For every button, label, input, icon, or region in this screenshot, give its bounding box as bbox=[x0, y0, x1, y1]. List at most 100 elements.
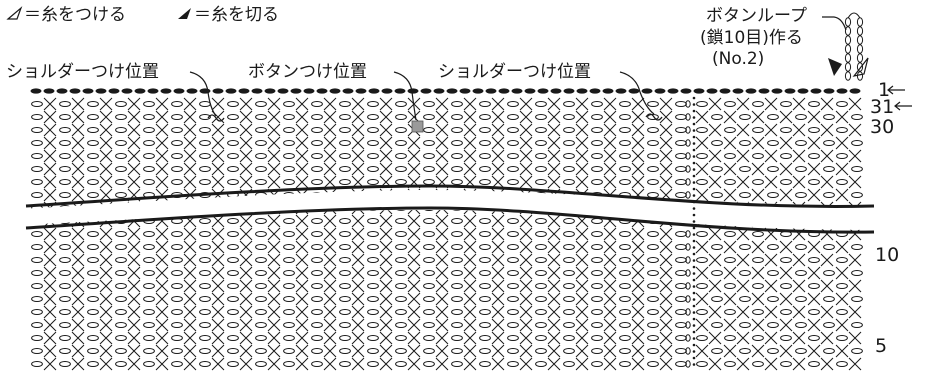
single-crochet-symbol bbox=[155, 292, 169, 306]
chain-symbol bbox=[752, 335, 764, 341]
single-crochet-symbol bbox=[71, 344, 85, 358]
chain-symbol bbox=[312, 193, 323, 198]
chain-symbol bbox=[591, 166, 603, 172]
single-crochet-symbol bbox=[807, 136, 821, 150]
chain-stitch bbox=[485, 88, 497, 94]
chain-symbol bbox=[647, 296, 659, 302]
chain-symbol bbox=[115, 179, 127, 185]
chain-symbol bbox=[59, 309, 71, 315]
single-crochet-symbol bbox=[127, 123, 141, 137]
single-crochet-symbol bbox=[631, 253, 645, 267]
row-number-10: 10 bbox=[875, 244, 900, 266]
chain-symbol bbox=[227, 322, 239, 328]
side-ring bbox=[685, 126, 691, 134]
chain-stitch bbox=[420, 88, 432, 94]
single-crochet-symbol bbox=[659, 344, 673, 358]
chain-symbol bbox=[255, 244, 267, 250]
chain-symbol bbox=[423, 296, 435, 302]
single-crochet-symbol bbox=[736, 175, 750, 189]
chain-symbol bbox=[739, 296, 751, 302]
chain-symbol bbox=[283, 257, 295, 263]
single-crochet-symbol bbox=[463, 210, 477, 215]
single-crochet-symbol bbox=[659, 201, 673, 210]
chain-stitch bbox=[511, 88, 523, 94]
chain-symbol bbox=[143, 348, 155, 354]
single-crochet-symbol bbox=[183, 318, 197, 332]
single-crochet-symbol bbox=[43, 357, 57, 371]
single-crochet-symbol bbox=[631, 305, 645, 319]
single-crochet-symbol bbox=[779, 292, 793, 306]
single-crochet-symbol bbox=[71, 175, 85, 189]
chain-stitch bbox=[758, 88, 770, 94]
edge-dot bbox=[692, 161, 696, 165]
chain-symbol bbox=[795, 348, 807, 354]
row31-arrow bbox=[894, 101, 912, 111]
chain-symbol bbox=[479, 309, 491, 315]
single-crochet-symbol bbox=[127, 292, 141, 306]
single-crochet-symbol bbox=[379, 210, 393, 215]
chain-symbol bbox=[31, 114, 43, 120]
single-crochet-symbol bbox=[239, 292, 253, 306]
single-crochet-symbol bbox=[183, 162, 197, 176]
edge-dot bbox=[692, 265, 696, 269]
edge-dot bbox=[692, 278, 696, 282]
chain-symbol bbox=[87, 322, 99, 328]
single-crochet-symbol bbox=[43, 279, 57, 293]
single-crochet-symbol bbox=[435, 123, 449, 137]
chain-symbol bbox=[255, 348, 267, 354]
button-loop-chain bbox=[844, 12, 864, 81]
edge-dot bbox=[692, 148, 696, 152]
single-crochet-symbol bbox=[764, 305, 778, 319]
single-crochet-symbol bbox=[323, 357, 337, 371]
chain-stitch bbox=[264, 88, 276, 94]
single-crochet-symbol bbox=[708, 123, 722, 137]
chain-symbol bbox=[423, 283, 435, 289]
single-crochet-symbol bbox=[820, 357, 834, 371]
loop-chain-stitch bbox=[844, 62, 852, 72]
chain-symbol bbox=[423, 179, 435, 185]
chain-symbol bbox=[647, 348, 659, 354]
chain-symbol bbox=[59, 283, 71, 289]
chain-symbol bbox=[535, 361, 547, 367]
chain-symbol bbox=[31, 127, 43, 133]
single-crochet-symbol bbox=[519, 253, 533, 267]
single-crochet-symbol bbox=[155, 123, 169, 137]
chain-symbol bbox=[647, 309, 659, 315]
single-crochet-symbol bbox=[519, 162, 533, 176]
chain-symbol bbox=[740, 219, 751, 224]
single-crochet-symbol bbox=[491, 240, 505, 254]
single-crochet-symbol bbox=[631, 110, 645, 124]
single-crochet-symbol bbox=[519, 305, 533, 319]
chain-stitch bbox=[329, 88, 341, 94]
single-crochet-symbol bbox=[295, 305, 309, 319]
chain-symbol bbox=[255, 153, 267, 159]
chain-stitch bbox=[550, 88, 562, 94]
single-crochet-symbol bbox=[695, 188, 709, 202]
chain-symbol bbox=[767, 114, 779, 120]
single-crochet-symbol bbox=[764, 175, 778, 189]
chain-stitch bbox=[849, 88, 861, 94]
single-crochet-symbol bbox=[779, 110, 793, 124]
chain-symbol bbox=[851, 218, 863, 224]
chain-symbol bbox=[535, 270, 547, 276]
chain-symbol bbox=[59, 192, 71, 198]
single-crochet-symbol bbox=[575, 305, 589, 319]
chain-symbol bbox=[283, 218, 295, 224]
single-crochet-symbol bbox=[295, 292, 309, 306]
single-crochet-symbol bbox=[379, 110, 393, 124]
single-crochet-symbol bbox=[239, 240, 253, 254]
chain-symbol bbox=[143, 231, 155, 237]
chain-symbol bbox=[451, 348, 463, 354]
chain-symbol bbox=[339, 114, 351, 120]
single-crochet-symbol bbox=[323, 227, 337, 241]
chain-symbol bbox=[143, 205, 155, 210]
single-crochet-symbol bbox=[127, 175, 141, 189]
single-crochet-symbol bbox=[575, 344, 589, 358]
chain-symbol bbox=[395, 231, 407, 237]
chain-symbol bbox=[87, 270, 99, 276]
row-number-31: 31 bbox=[870, 96, 895, 118]
chain-symbol bbox=[711, 192, 723, 198]
single-crochet-symbol bbox=[71, 292, 85, 306]
single-crochet-symbol bbox=[295, 240, 309, 254]
single-crochet-symbol bbox=[267, 292, 281, 306]
